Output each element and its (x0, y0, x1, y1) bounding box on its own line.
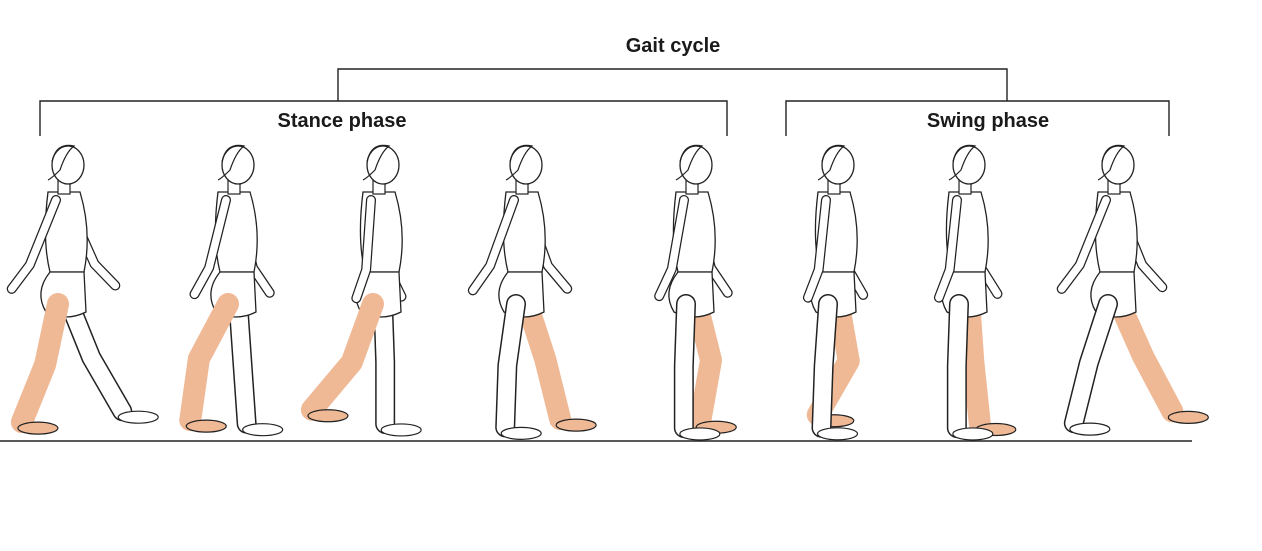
back-leg-fill (685, 289, 722, 433)
stance-phase-label: Stance phase (277, 110, 407, 132)
front-leg (179, 293, 239, 433)
hair (217, 144, 246, 181)
front-arm-inner (655, 196, 688, 300)
back-leg-inner (229, 291, 256, 433)
front-leg (300, 293, 384, 423)
back-leg (685, 289, 737, 434)
front-leg (1063, 294, 1118, 436)
front-arm-inner (7, 196, 60, 293)
back-leg-fill (1107, 289, 1184, 423)
back-leg (1107, 289, 1209, 424)
hair (47, 144, 76, 181)
back-leg-fill (515, 289, 572, 431)
head (952, 145, 986, 185)
head (1101, 145, 1135, 185)
back-leg-inner (59, 291, 131, 420)
hair (948, 144, 977, 181)
head (509, 145, 543, 185)
hair (505, 144, 534, 181)
back-leg (515, 289, 597, 432)
front-leg (673, 294, 721, 441)
front-leg-foot (185, 419, 227, 433)
walking-figure-4 (467, 144, 597, 440)
back-leg-inner (374, 291, 394, 433)
front-leg-foot (816, 427, 859, 441)
front-leg-inner (1065, 295, 1117, 432)
front-leg-foot (952, 427, 994, 441)
back-leg-foot (242, 423, 284, 437)
front-leg-fill (300, 293, 384, 421)
stance-phase-bracket (39, 100, 728, 136)
walking-figure-1 (6, 144, 159, 435)
back-leg-fill (958, 289, 991, 435)
walking-figure-8 (1056, 144, 1209, 436)
front-leg-foot (679, 427, 721, 441)
front-leg-inner (675, 295, 695, 437)
back-leg-foot (380, 423, 422, 437)
walking-figure-7 (933, 144, 1017, 441)
swing-phase-label: Swing phase (926, 110, 1050, 132)
hair (1097, 144, 1126, 181)
back-leg-foot (1167, 410, 1209, 424)
front-leg (946, 294, 994, 441)
head (679, 145, 713, 185)
front-leg-foot (17, 421, 59, 435)
gait-cycle-label: Gait cycle (625, 35, 721, 57)
walking-figure-5 (654, 144, 737, 441)
figures-group (6, 144, 1209, 441)
front-leg-foot (500, 426, 542, 440)
front-leg (10, 293, 69, 435)
gait-cycle-bracket (337, 68, 1008, 101)
front-leg-inner (496, 295, 525, 436)
front-arm-inner (804, 196, 830, 302)
front-arm-inner (935, 196, 961, 302)
front-leg-inner (813, 295, 837, 437)
front-arm-inner (190, 196, 230, 298)
back-leg (373, 290, 422, 437)
back-leg-foot (555, 418, 597, 432)
front-arm-inner (352, 196, 375, 302)
walking-figure-2 (179, 144, 284, 437)
front-leg-foot (307, 409, 349, 423)
front-leg-fill (10, 293, 69, 434)
head (221, 145, 255, 185)
front-leg-fill (179, 293, 239, 432)
front-arm-inner (1057, 196, 1110, 293)
front-leg-inner (948, 295, 968, 437)
front-leg (495, 294, 542, 440)
front-leg (811, 294, 859, 441)
front-leg-foot (1069, 422, 1111, 436)
walking-figure-3 (300, 144, 422, 437)
back-leg (958, 289, 1017, 437)
brackets (39, 68, 1170, 136)
walking-figure-6 (802, 144, 869, 441)
swing-phase-bracket (785, 100, 1170, 136)
head (366, 145, 400, 185)
front-arm-inner (469, 196, 518, 295)
hair (817, 144, 846, 181)
back-leg (58, 290, 159, 424)
hair (362, 144, 391, 181)
head (51, 145, 85, 185)
head (821, 145, 855, 185)
back-leg-foot (117, 410, 159, 424)
back-leg (228, 290, 284, 437)
hair (675, 144, 704, 181)
